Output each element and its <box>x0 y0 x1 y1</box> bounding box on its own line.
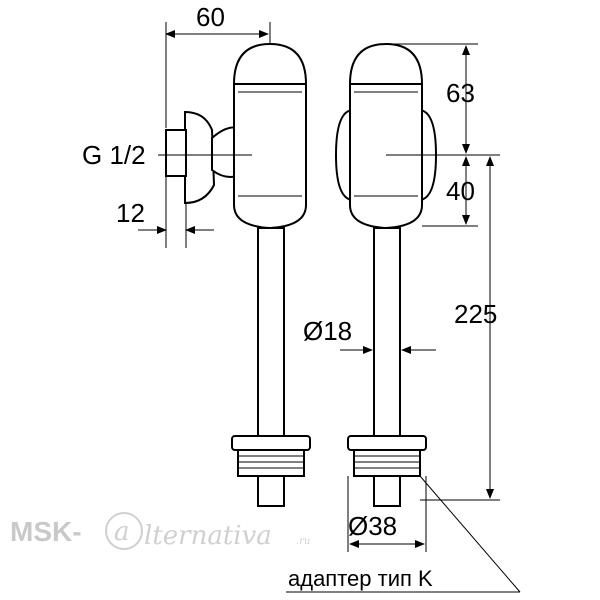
dim-top-width: 60 <box>196 2 225 32</box>
inlet-stub <box>165 129 187 177</box>
dim-head-height: 63 <box>446 78 475 108</box>
valve-body <box>233 83 307 230</box>
watermark-script: lternativa <box>144 521 272 551</box>
front-adapter-collar <box>347 435 427 451</box>
inlet-nut <box>184 110 216 205</box>
watermark-prefix: MSK- <box>10 516 82 547</box>
adapter-type-note: адаптер тип K <box>288 566 433 591</box>
watermark-logo: MSK- a lternativa .ru <box>10 512 310 551</box>
watermark-suffix: .ru <box>296 536 310 547</box>
watermark-at: a <box>114 517 130 547</box>
dim-inlet-length: 12 <box>116 198 145 228</box>
left-lobe <box>334 108 353 202</box>
dim-valve-height: 40 <box>446 176 475 206</box>
adapter-collar <box>231 435 311 451</box>
front-body <box>349 83 423 230</box>
side-view <box>165 42 311 507</box>
dome-head <box>232 42 308 85</box>
dim-pipe-length: 225 <box>454 299 497 329</box>
flush-pipe <box>257 227 285 437</box>
front-pipe-outlet <box>373 475 401 507</box>
dim-inlet-thread: G 1/2 <box>82 140 146 170</box>
dimension-lines <box>138 22 521 593</box>
watermark-at-ring <box>105 512 143 550</box>
adapter-thread <box>237 449 305 477</box>
dim-pipe-diameter: Ø18 <box>303 316 352 346</box>
front-adapter-thread <box>353 449 421 477</box>
front-dome <box>348 42 424 85</box>
front-view <box>334 42 438 507</box>
front-pipe <box>373 227 401 437</box>
pipe-outlet <box>257 475 285 507</box>
dim-adapter-diameter: Ø38 <box>348 511 397 541</box>
